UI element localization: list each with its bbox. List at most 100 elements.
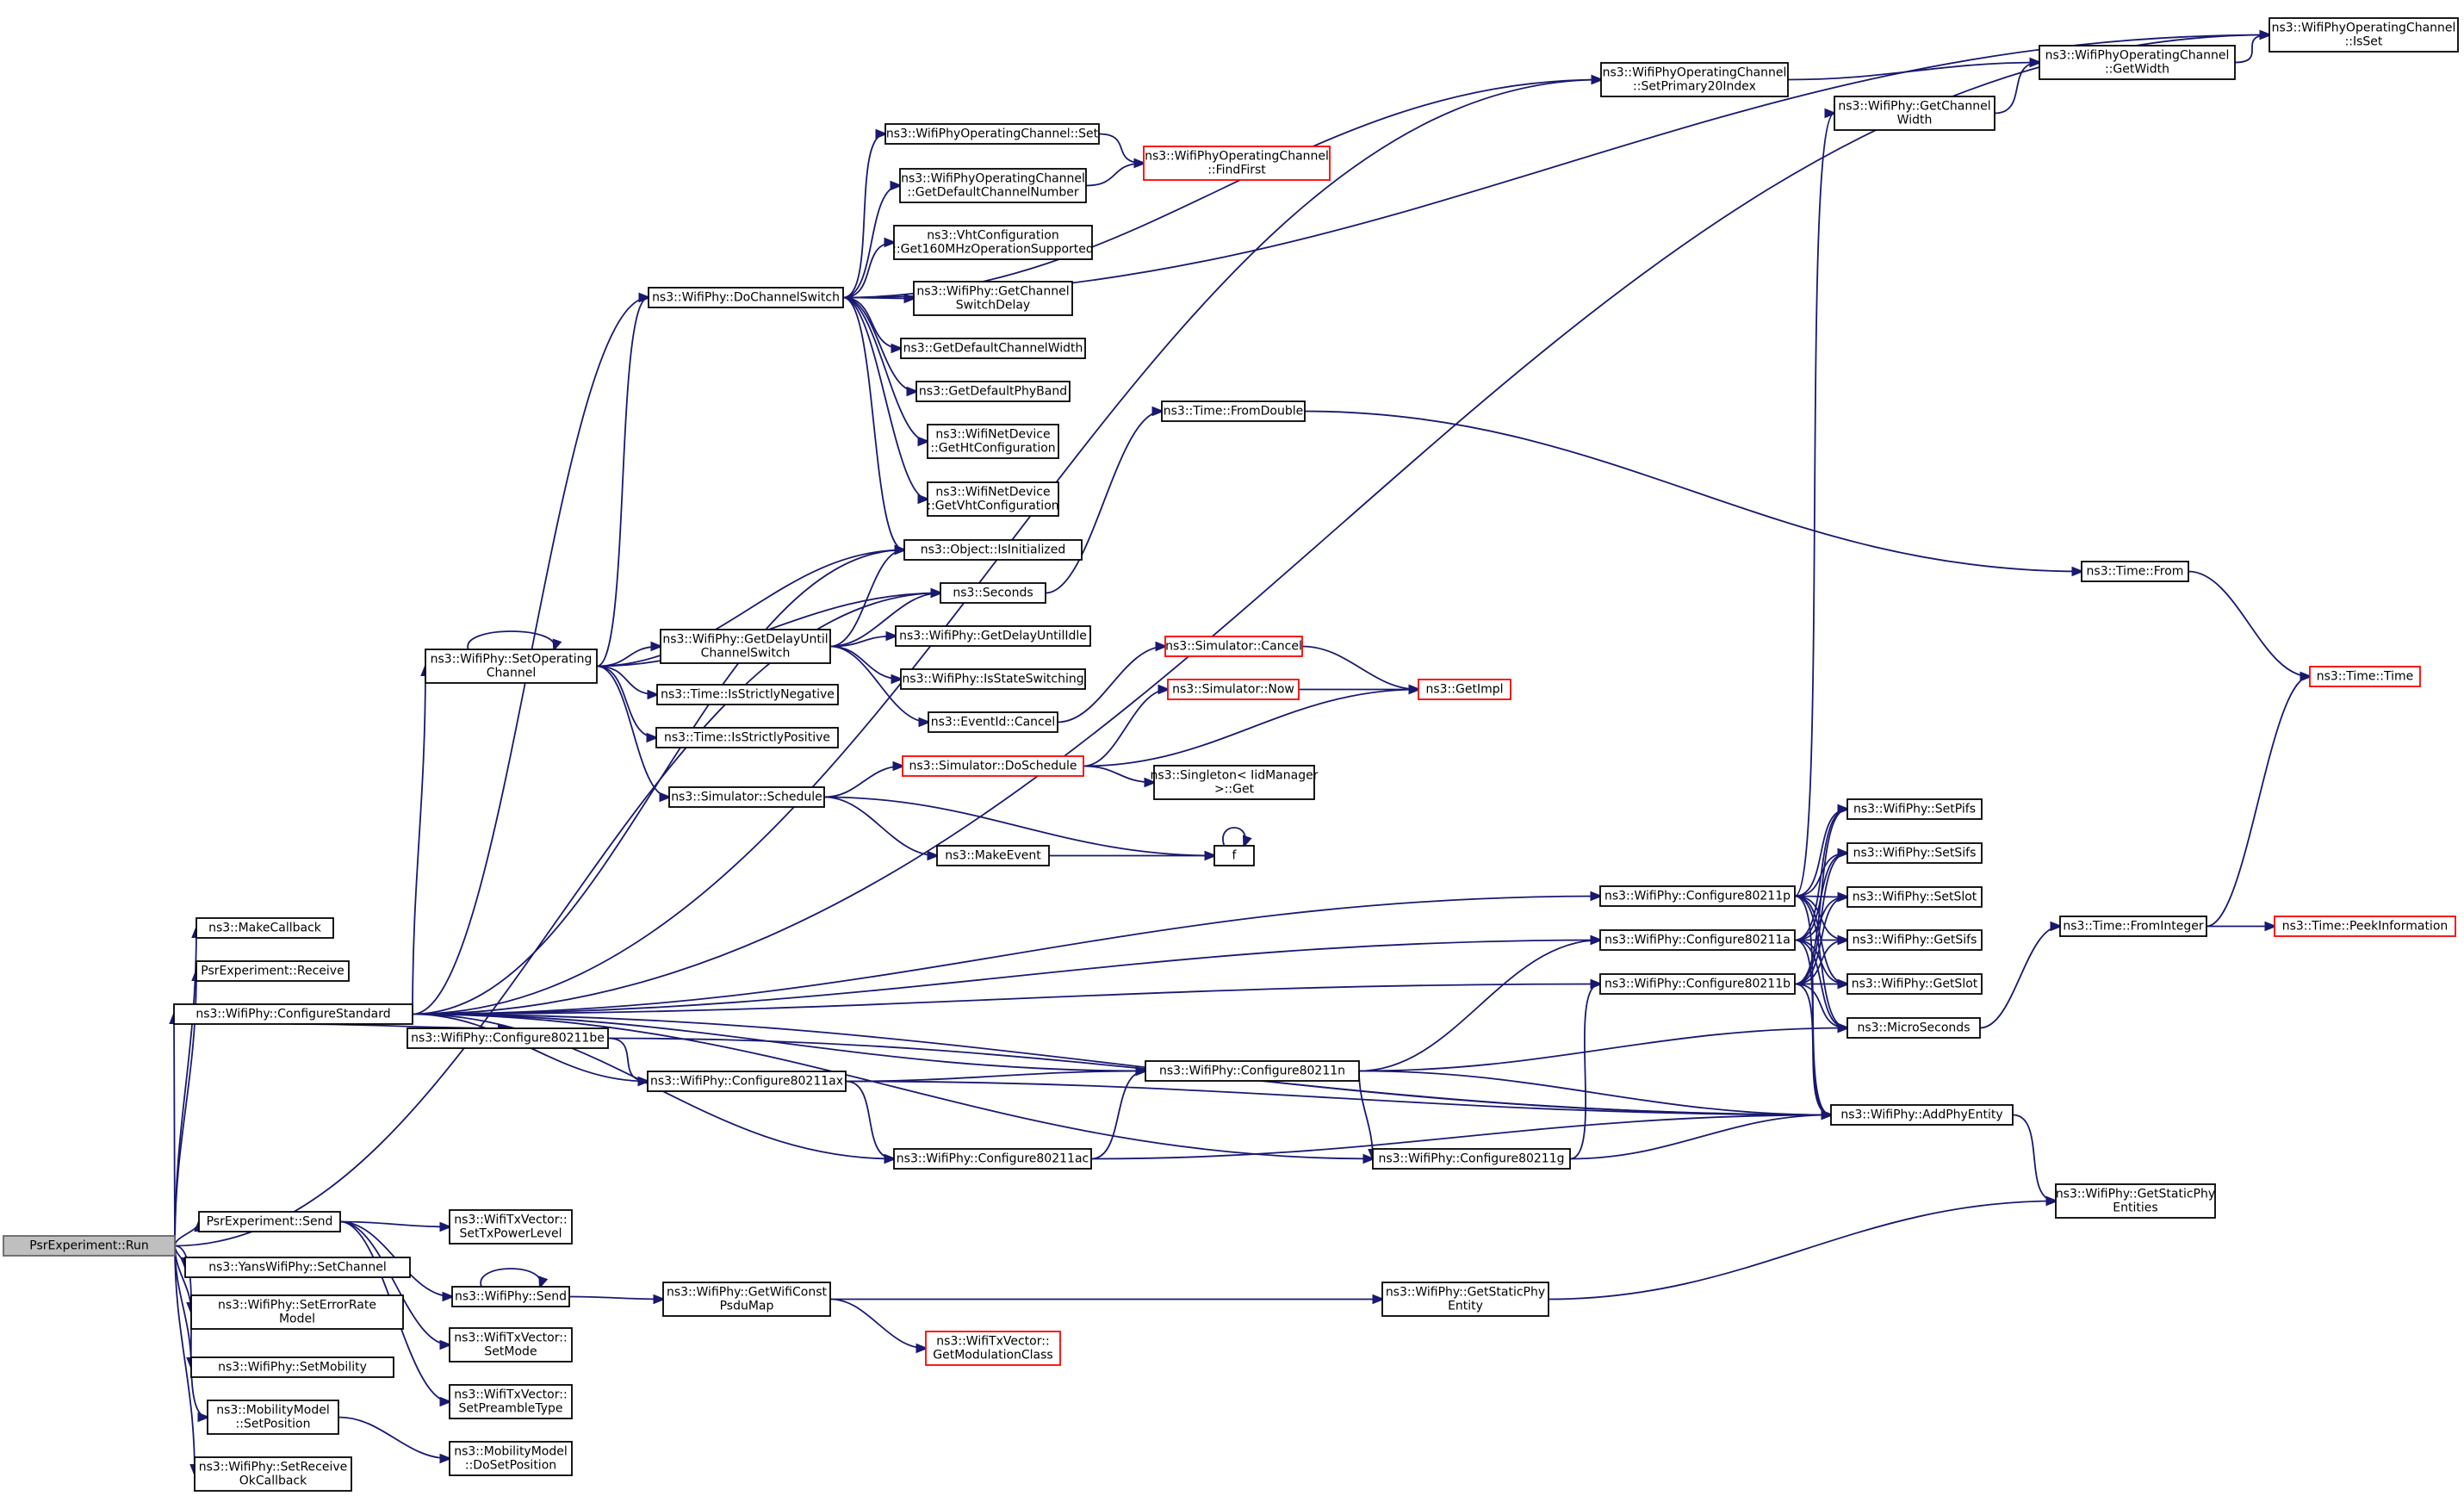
graph-node[interactable]: PsrExperiment::Receive bbox=[196, 960, 350, 982]
graph-node[interactable]: ns3::Singleton< IidManager >::Get bbox=[1151, 765, 1319, 800]
graph-node[interactable]: ns3::WifiPhy::Configure80211a bbox=[1599, 929, 1796, 951]
graph-node[interactable]: ns3::WifiPhy::GetSifs bbox=[1846, 929, 1983, 951]
edge-line bbox=[1085, 164, 1144, 187]
node-box bbox=[662, 1282, 831, 1317]
graph-node[interactable]: PsrExperiment::Run bbox=[3, 1235, 176, 1257]
edge-line bbox=[412, 984, 1600, 1015]
graph-node[interactable]: ns3::WifiPhy::SetSlot bbox=[1846, 886, 1983, 908]
node-label: ns3::EventId::Cancel bbox=[931, 716, 1056, 729]
graph-node[interactable]: ns3::WifiTxVector::GetModulationClass bbox=[925, 1331, 1061, 1366]
graph-node[interactable]: ns3::WifiPhy::Configure80211ax bbox=[647, 1071, 847, 1092]
graph-edge bbox=[596, 665, 657, 695]
graph-node[interactable]: ns3::WifiPhyOperatingChannel::GetWidth bbox=[2039, 45, 2236, 80]
graph-node[interactable]: ns3::Seconds bbox=[940, 582, 1046, 604]
graph-node[interactable]: ns3::WifiPhy::SetSifs bbox=[1846, 842, 1983, 864]
graph-node[interactable]: ns3::EventId::Cancel bbox=[928, 711, 1058, 733]
graph-node[interactable]: ns3::WifiNetDevice::GetVhtConfiguration bbox=[927, 481, 1059, 517]
graph-node[interactable]: ns3::WifiPhy::SetMobility bbox=[190, 1356, 394, 1378]
node-box bbox=[1830, 1104, 2014, 1126]
node-label: ::GetVhtConfiguration bbox=[927, 500, 1058, 513]
graph-node[interactable]: ns3::WifiPhy::ConfigureStandard bbox=[173, 1003, 413, 1025]
graph-node[interactable]: ns3::MakeCallback bbox=[196, 917, 334, 939]
graph-edge bbox=[1569, 1115, 1831, 1160]
graph-node[interactable]: ns3::WifiPhy::Configure80211b bbox=[1599, 973, 1796, 995]
edge-line bbox=[845, 1071, 1145, 1083]
graph-edge bbox=[1222, 827, 1245, 846]
graph-node[interactable]: ns3::Time::FromDouble bbox=[1161, 400, 1306, 422]
graph-edge bbox=[2012, 1114, 2056, 1201]
graph-node[interactable]: ns3::Time::Time bbox=[2309, 666, 2421, 687]
graph-node[interactable]: ns3::Object::IsInitialized bbox=[903, 539, 1083, 561]
graph-node[interactable]: ns3::Time::FromInteger bbox=[2059, 916, 2207, 937]
graph-node[interactable]: ns3::WifiPhy::Configure80211p bbox=[1599, 885, 1796, 907]
graph-node[interactable]: ns3::WifiPhy::Configure80211ac bbox=[893, 1148, 1092, 1170]
graph-node[interactable]: ns3::WifiPhy::Configure80211be bbox=[407, 1027, 609, 1049]
edge-line bbox=[412, 35, 2269, 1015]
graph-node[interactable]: ns3::WifiPhy::SetPifs bbox=[1846, 798, 1983, 820]
graph-node[interactable]: ns3::MobilityModel::DoSetPosition bbox=[449, 1441, 573, 1476]
edge-line bbox=[596, 665, 669, 798]
graph-node[interactable]: ns3::WifiPhyOperatingChannel::FindFirst bbox=[1143, 146, 1331, 181]
graph-node[interactable]: ns3::WifiPhy::Configure80211g bbox=[1372, 1148, 1571, 1170]
graph-node[interactable]: ns3::WifiPhy::Configure80211n bbox=[1145, 1060, 1360, 1082]
graph-node[interactable]: ns3::WifiPhy::GetSlot bbox=[1846, 973, 1983, 995]
graph-node[interactable]: ns3::Time::From bbox=[2081, 561, 2189, 582]
graph-node[interactable]: ns3::Simulator::Cancel bbox=[1164, 636, 1303, 657]
graph-node[interactable]: ns3::MicroSeconds bbox=[1846, 1017, 1981, 1039]
graph-node[interactable]: ns3::VhtConfiguration::Get160MHzOperatio… bbox=[892, 225, 1094, 260]
edge-line bbox=[174, 1222, 199, 1246]
graph-node[interactable]: ns3::Time::IsStrictlyNegative bbox=[656, 684, 839, 705]
graph-node[interactable]: ns3::WifiPhyOperatingChannel::Set bbox=[884, 123, 1100, 145]
graph-node[interactable]: ns3::WifiTxVector::SetPreambleType bbox=[449, 1384, 573, 1419]
node-label: ns3::WifiNetDevice bbox=[935, 428, 1050, 442]
graph-node[interactable]: ns3::WifiNetDevice::GetHtConfiguration bbox=[927, 424, 1059, 459]
graph-node[interactable]: ns3::Time::IsStrictlyPositive bbox=[655, 727, 839, 748]
edge-line bbox=[1794, 810, 1847, 897]
graph-node[interactable]: ns3::Simulator::Now bbox=[1167, 679, 1300, 700]
graph-node[interactable]: f bbox=[1213, 845, 1255, 866]
graph-node[interactable]: ns3::WifiTxVector::SetTxPowerLevel bbox=[449, 1209, 573, 1245]
graph-node[interactable]: ns3::GetImpl bbox=[1418, 679, 1511, 700]
graph-node[interactable]: ns3::WifiPhy::GetDelayUntilIdle bbox=[895, 625, 1091, 647]
graph-node[interactable]: ns3::Simulator::Schedule bbox=[668, 786, 825, 808]
graph-node[interactable]: ns3::Time::PeekInformation bbox=[2274, 916, 2456, 937]
graph-edge bbox=[174, 1245, 195, 1474]
graph-node[interactable]: ns3::MakeEvent bbox=[936, 845, 1050, 866]
graph-edge bbox=[412, 1013, 1145, 1071]
graph-edge bbox=[1045, 412, 1162, 594]
node-label: ns3::Object::IsInitialized bbox=[921, 543, 1065, 557]
node-label: ns3::WifiTxVector:: bbox=[454, 1388, 567, 1402]
graph-node[interactable]: ns3::GetDefaultPhyBand bbox=[915, 381, 1071, 402]
graph-node[interactable]: PsrExperiment::Send bbox=[198, 1211, 341, 1232]
graph-node[interactable]: ns3::WifiPhy::AddPhyEntity bbox=[1830, 1104, 2014, 1126]
node-box bbox=[668, 786, 825, 808]
graph-node[interactable]: ns3::WifiPhyOperatingChannel::IsSet bbox=[2268, 17, 2459, 53]
graph-edge bbox=[845, 1071, 1145, 1083]
graph-node[interactable]: ns3::WifiPhy::Send bbox=[451, 1286, 570, 1307]
graph-node[interactable]: ns3::YansWifiPhy::SetChannel bbox=[184, 1257, 411, 1278]
graph-edge bbox=[1358, 1028, 1847, 1072]
edge-line bbox=[842, 296, 901, 349]
graph-node[interactable]: ns3::WifiPhyOperatingChannel::SetPrimary… bbox=[1600, 62, 1789, 97]
graph-node[interactable]: ns3::WifiPhyOperatingChannel::GetDefault… bbox=[899, 168, 1087, 203]
graph-node[interactable]: ns3::WifiTxVector::SetMode bbox=[449, 1327, 573, 1363]
node-label: ns3::Time::From bbox=[2087, 565, 2184, 579]
graph-edge bbox=[829, 1298, 926, 1349]
graph-node[interactable]: ns3::WifiPhy::DoChannelSwitch bbox=[648, 287, 844, 308]
graph-node[interactable]: ns3::Simulator::DoSchedule bbox=[902, 755, 1084, 777]
graph-node[interactable]: ns3::WifiPhy::IsStateSwitching bbox=[900, 668, 1086, 690]
graph-edge bbox=[1794, 940, 1847, 985]
graph-node[interactable]: ns3::MobilityModel::SetPosition bbox=[207, 1400, 339, 1435]
node-label: ns3::WifiPhyOperatingChannel::Set bbox=[886, 127, 1099, 141]
edge-line bbox=[596, 550, 904, 667]
graph-node[interactable]: ns3::GetDefaultChannelWidth bbox=[900, 338, 1086, 359]
